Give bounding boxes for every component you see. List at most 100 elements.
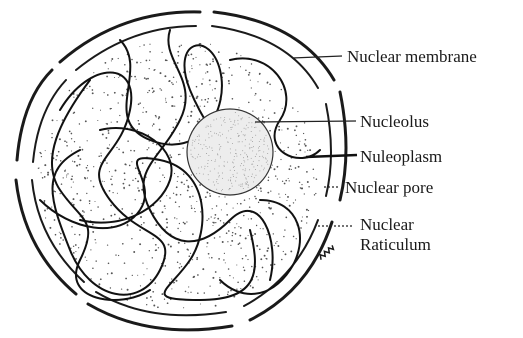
nucleolus-dot (234, 120, 235, 121)
nucleolus-dot (219, 149, 220, 150)
stipple-dot (168, 244, 170, 246)
stipple-dot (130, 295, 131, 296)
stipple-dot (51, 153, 52, 154)
stipple-dot (272, 213, 274, 215)
stipple-dot (215, 214, 217, 216)
stipple-dot (188, 249, 189, 250)
nucleolus-dot (244, 153, 245, 154)
stipple-dot (51, 207, 52, 208)
nucleolus-dot (255, 123, 256, 124)
stipple-dot (155, 244, 157, 246)
stipple-dot (227, 241, 228, 242)
stipple-dot (245, 255, 247, 257)
label-nuclear-membrane: Nuclear membrane (347, 47, 477, 66)
stipple-dot (100, 278, 102, 280)
nucleolus-dot (212, 150, 213, 151)
stipple-dot (264, 255, 266, 257)
stipple-dot (278, 193, 279, 194)
stipple-dot (82, 149, 84, 151)
stipple-dot (218, 51, 220, 53)
stipple-dot (248, 74, 250, 76)
stipple-dot (92, 89, 94, 91)
stipple-dot (307, 150, 308, 151)
stipple-dot (179, 140, 180, 141)
stipple-dot (78, 247, 79, 248)
stipple-dot (126, 71, 128, 73)
stipple-dot (214, 88, 216, 90)
stipple-dot (73, 113, 74, 114)
stipple-dot (160, 235, 161, 236)
stipple-dot (288, 178, 289, 179)
nucleolus-dot (229, 189, 230, 190)
nucleolus-dot (267, 164, 268, 165)
nucleolus-dot (210, 124, 211, 125)
stipple-dot (63, 177, 64, 178)
nucleolus-dot (235, 150, 236, 151)
stipple-dot (137, 187, 138, 188)
stipple-dot (104, 92, 105, 93)
stipple-dot (179, 267, 181, 269)
stipple-dot (125, 278, 127, 280)
stipple-dot (271, 208, 272, 209)
nucleolus-dot (237, 133, 238, 134)
stipple-dot (169, 142, 170, 143)
stipple-dot (64, 170, 66, 172)
stipple-dot (270, 190, 271, 191)
stipple-dot (149, 90, 150, 91)
stipple-dot (104, 62, 106, 64)
stipple-dot (174, 217, 175, 218)
nucleolus-dot (246, 154, 247, 155)
stipple-dot (174, 173, 175, 174)
nucleolus-dot (257, 165, 258, 166)
nucleolus-dot (235, 112, 236, 113)
stipple-dot (64, 140, 66, 142)
stipple-dot (129, 165, 131, 167)
stipple-dot (56, 155, 58, 157)
stipple-dot (259, 248, 261, 250)
stipple-dot (216, 100, 218, 102)
nucleolus-dot (244, 175, 245, 176)
stipple-dot (276, 241, 277, 242)
stipple-dot (190, 292, 191, 293)
stipple-dot (66, 175, 67, 176)
stipple-dot (108, 132, 110, 134)
stipple-dot (173, 282, 174, 283)
stipple-dot (245, 237, 247, 239)
stipple-dot (258, 185, 259, 186)
stipple-dot (275, 151, 276, 152)
stipple-dot (254, 196, 255, 197)
nucleolus-dot (249, 169, 250, 170)
stipple-dot (191, 186, 192, 187)
stipple-dot (250, 285, 252, 287)
nucleolus-dot (264, 168, 265, 169)
nucleolus-dot (208, 160, 209, 161)
nucleolus-dot (197, 157, 198, 158)
stipple-dot (268, 207, 270, 209)
stipple-dot (295, 199, 296, 200)
stipple-dot (135, 167, 137, 169)
stipple-dot (133, 150, 135, 152)
nucleolus-dot (207, 148, 208, 149)
nucleolus-dot (208, 126, 209, 127)
stipple-dot (73, 97, 74, 98)
stipple-dot (110, 287, 111, 288)
stipple-dot (184, 243, 185, 244)
stipple-dot (204, 292, 206, 294)
nucleolus-dot (233, 167, 234, 168)
stipple-dot (168, 81, 169, 82)
stipple-dot (66, 176, 67, 177)
stipple-dot (109, 171, 110, 172)
nucleolus-dot (259, 170, 260, 171)
stipple-dot (71, 150, 72, 151)
stipple-dot (171, 96, 173, 98)
stipple-dot (185, 291, 187, 293)
stipple-dot (117, 193, 118, 194)
nucleolus-dot (247, 159, 248, 160)
stipple-dot (200, 211, 201, 212)
stipple-dot (200, 304, 201, 305)
stipple-dot (165, 98, 166, 99)
stipple-dot (306, 171, 308, 173)
stipple-dot (188, 292, 189, 293)
stipple-dot (143, 107, 144, 108)
stipple-dot (238, 243, 240, 245)
